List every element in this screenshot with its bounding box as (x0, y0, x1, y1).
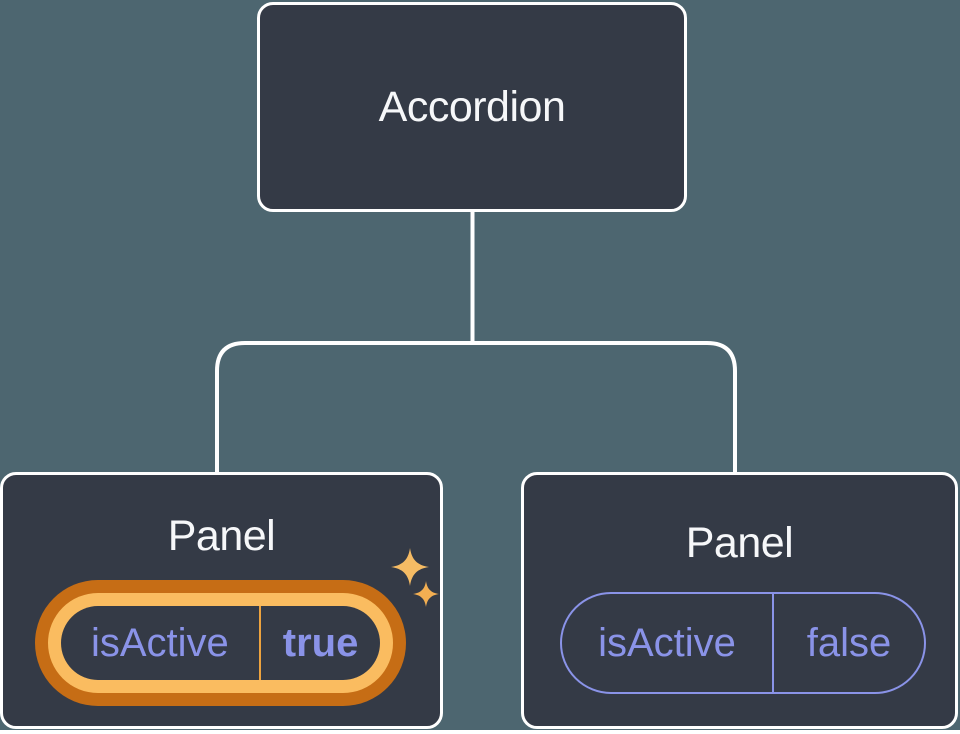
accordion-node: Accordion (257, 2, 687, 212)
state-value-cell: true (282, 620, 359, 665)
state-pill-highlight-ring-inner: isActive true (48, 593, 393, 693)
panel-active-label: Panel (167, 512, 276, 560)
panel-inactive-label: Panel (685, 519, 794, 567)
state-pill-inactive: isActive false (560, 592, 926, 694)
state-key-cell: isActive (90, 620, 229, 665)
state-pill-active: isActive true (61, 606, 380, 680)
accordion-node-label: Accordion (378, 82, 566, 131)
state-key-cell: isActive (598, 620, 736, 665)
state-value-cell: false (806, 620, 892, 665)
pill-divider (772, 594, 774, 692)
pill-divider (258, 606, 262, 680)
page-background-strip (0, 730, 960, 734)
sparkle-small-icon (413, 581, 439, 607)
state-pill-highlight-ring-outer: isActive true (35, 580, 406, 706)
panel-node-active: Panel isActive true (0, 472, 443, 729)
panel-node-inactive: Panel isActive false (521, 472, 958, 729)
sparkle-large-icon (391, 548, 429, 586)
